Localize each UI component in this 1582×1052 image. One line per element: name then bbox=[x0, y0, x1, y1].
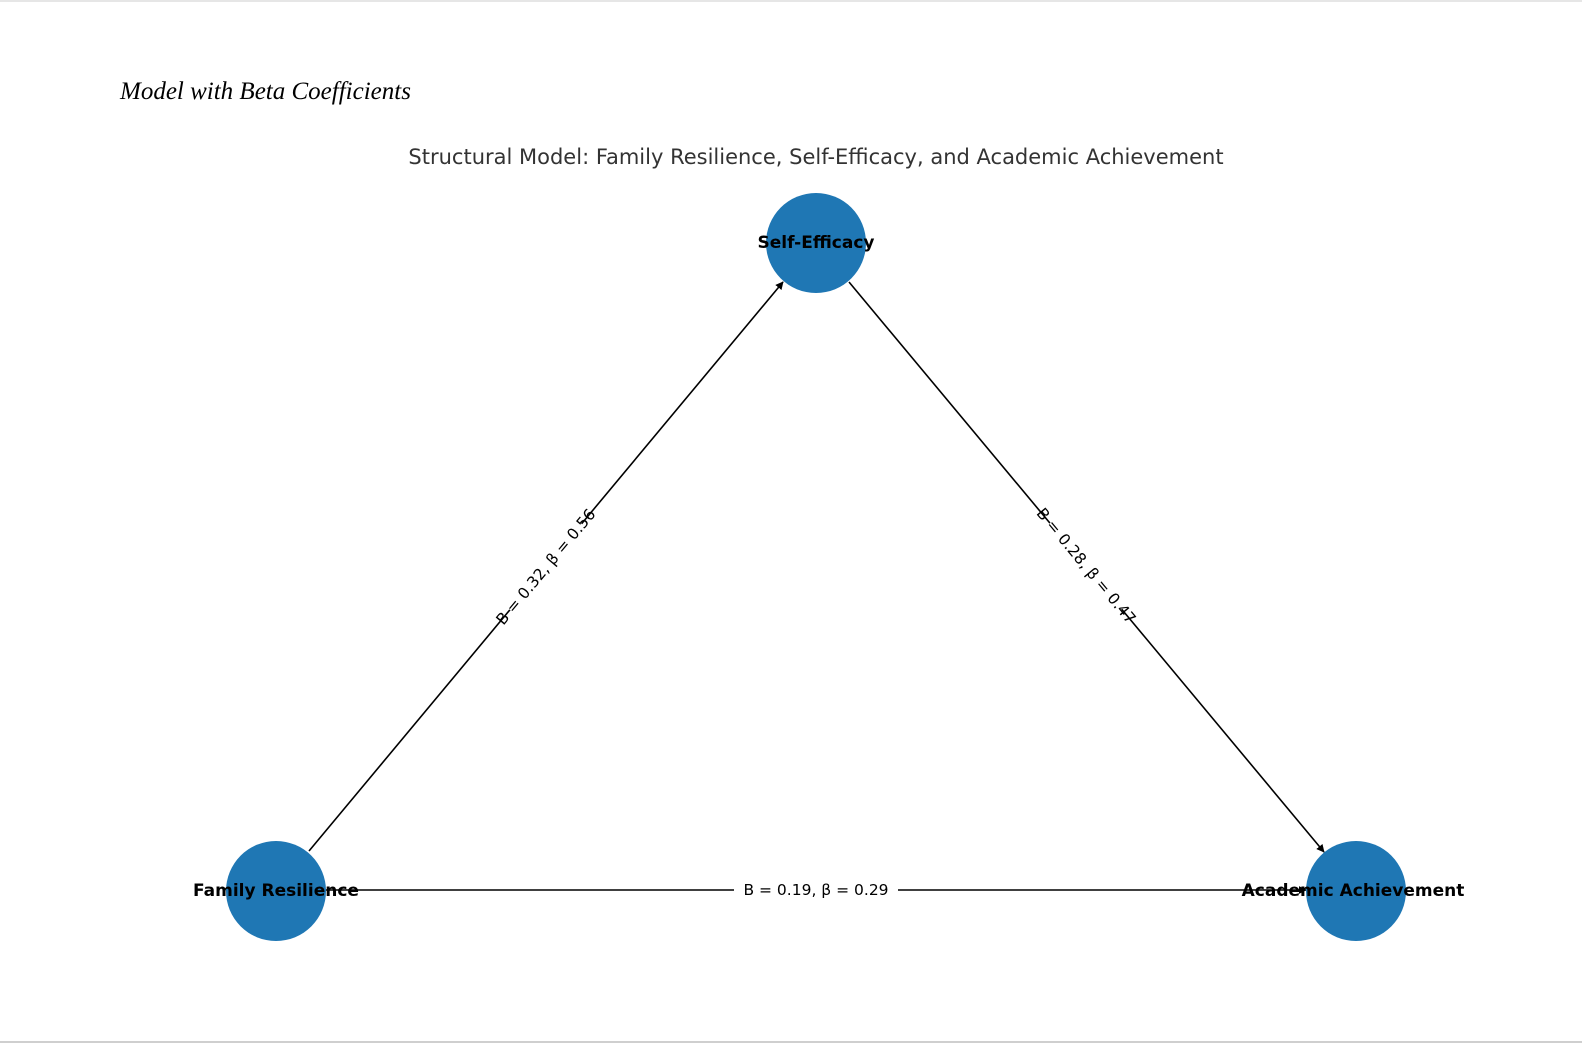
edge-label-family-resilience-to-self-efficacy: B = 0.32, β = 0.56 bbox=[493, 506, 600, 629]
node-family-resilience bbox=[226, 841, 326, 941]
bottom-border bbox=[0, 1041, 1582, 1043]
node-academic-achievement bbox=[1306, 841, 1406, 941]
top-border bbox=[0, 0, 1582, 2]
edge-label-group-fr-se: B = 0.32, β = 0.56 bbox=[493, 506, 600, 629]
edge-label-group-se-aa: B = 0.28, β = 0.47 bbox=[1033, 505, 1140, 628]
diagram-title: Structural Model: Family Resilience, Sel… bbox=[408, 145, 1223, 169]
edge-label-self-efficacy-to-academic-achievement: B = 0.28, β = 0.47 bbox=[1033, 505, 1140, 628]
edges-layer bbox=[308, 281, 1325, 894]
edge-label-group-fr-aa: B = 0.19, β = 0.29 bbox=[734, 878, 898, 901]
node-label-family-resilience: Family Resilience bbox=[193, 881, 359, 901]
nodes-layer bbox=[226, 193, 1406, 941]
node-label-academic-achievement: Academic Achievement bbox=[1242, 881, 1465, 901]
node-labels-layer: Self-Efficacy Family Resilience Academic… bbox=[193, 233, 1464, 901]
figure-caption: Model with Beta Coefficients bbox=[120, 78, 411, 105]
edge-label-family-resilience-to-academic-achievement: B = 0.19, β = 0.29 bbox=[743, 881, 888, 899]
node-self-efficacy bbox=[766, 193, 866, 293]
node-label-self-efficacy: Self-Efficacy bbox=[757, 233, 874, 253]
edge-labels-layer: B = 0.32, β = 0.56 B = 0.28, β = 0.47 B … bbox=[493, 505, 1140, 901]
